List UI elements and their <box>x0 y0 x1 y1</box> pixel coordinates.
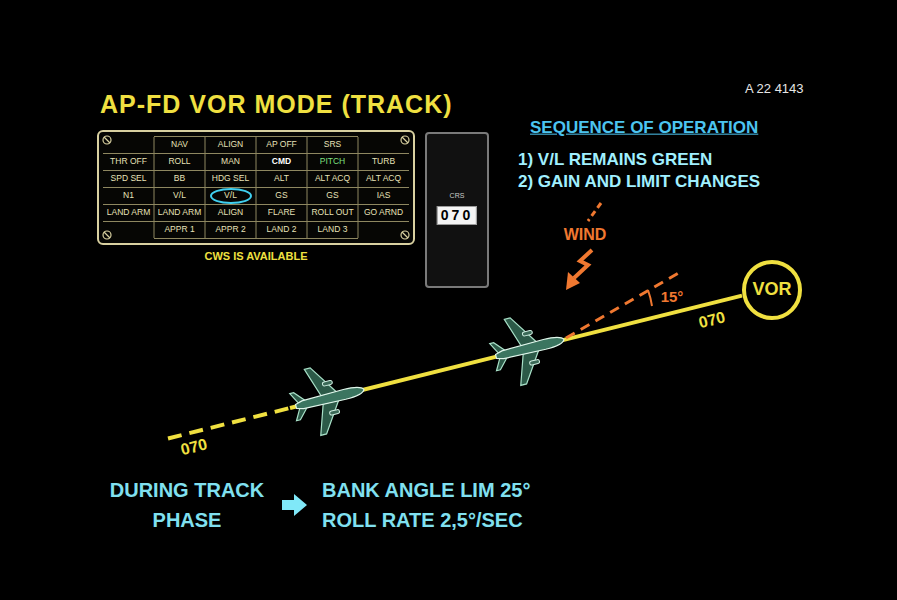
annunciator-cell: APPR 1 <box>164 225 194 234</box>
sequence-step: 2) GAIN AND LIMIT CHANGES <box>518 173 760 192</box>
aircraft <box>485 307 572 391</box>
annunciator-cell: LAND 3 <box>318 225 348 234</box>
title: AP-FD VOR MODE (TRACK) <box>100 91 453 119</box>
annunciator-cell: V/L <box>173 191 186 200</box>
annunciator-panel <box>98 131 414 244</box>
phase-label: DURING TRACK PHASE <box>107 475 267 535</box>
annunciator-cell: N1 <box>123 191 134 200</box>
annunciator-cell: SRS <box>324 140 341 149</box>
sequence-step: 1) V/L REMAINS GREEN <box>518 151 712 170</box>
annunciator-cell: LAND ARM <box>158 208 201 217</box>
annunciator-cell: APPR 2 <box>215 225 245 234</box>
annunciator-cell: ALT ACQ <box>315 174 350 183</box>
angle-label: 15° <box>661 289 684 306</box>
annunciator-cell: ALT ACQ <box>366 174 401 183</box>
annunciator-cell: FLARE <box>268 208 295 217</box>
limit-value: ROLL RATE 2,5°/SEC <box>322 509 523 531</box>
annunciator-cell: SPD SEL <box>111 174 147 183</box>
annunciator-cell: HDG SEL <box>212 174 249 183</box>
annunciator-cell: IAS <box>377 191 391 200</box>
annunciator-cell: ALIGN <box>218 208 244 217</box>
wind-arrowhead <box>566 272 580 290</box>
wind-label: WIND <box>564 226 607 244</box>
annunciator-cell: PITCH <box>320 157 346 166</box>
angle-arc <box>648 290 652 306</box>
annunciator-cell: ALIGN <box>218 140 244 149</box>
node-text: VOR <box>752 280 791 300</box>
counter-digits: 070 <box>437 206 477 225</box>
wind-dash <box>588 203 601 221</box>
node-text: V/L <box>224 191 237 200</box>
limit-value: BANK ANGLE LIM 25° <box>322 479 530 501</box>
annunciator-cell: LAND 2 <box>267 225 297 234</box>
result-arrow <box>282 494 307 516</box>
annunciator-cell: GS <box>275 191 287 200</box>
annunciator-cell: BB <box>174 174 185 183</box>
annunciator-cell: NAV <box>171 140 188 149</box>
panel-screws <box>103 136 409 239</box>
wind-arrow <box>574 250 592 278</box>
annunciator-cell: TURB <box>372 157 395 166</box>
course-label: 070 <box>697 308 727 332</box>
sequence-heading: SEQUENCE OF OPERATION <box>530 119 758 138</box>
annunciator-cell: ROLL <box>168 157 190 166</box>
track-dashed <box>168 408 290 439</box>
annunciator-cell: GO ARND <box>364 208 403 217</box>
figure-number: A 22 4143 <box>745 82 804 96</box>
annunciator-cell: THR OFF <box>110 157 147 166</box>
panel-grid <box>103 137 409 239</box>
annunciator-cell: ROLL OUT <box>311 208 353 217</box>
course-label: 070 <box>179 435 209 459</box>
vor-station: VOR <box>742 260 802 320</box>
selected-mode-ring: V/L <box>210 188 252 204</box>
annunciator-cell: MAN <box>221 157 240 166</box>
aircraft <box>285 357 372 441</box>
node-text: CRS <box>450 192 465 200</box>
annunciator-cell: GS <box>326 191 338 200</box>
panel-note: CWS IS AVAILABLE <box>204 250 307 262</box>
annunciator-cell: ALT <box>274 174 289 183</box>
annunciator-cell: AP OFF <box>266 140 297 149</box>
course-selector: CRS 070 <box>425 132 489 288</box>
annunciator-cell: LAND ARM <box>107 208 150 217</box>
annunciator-cell: CMD <box>272 157 291 166</box>
